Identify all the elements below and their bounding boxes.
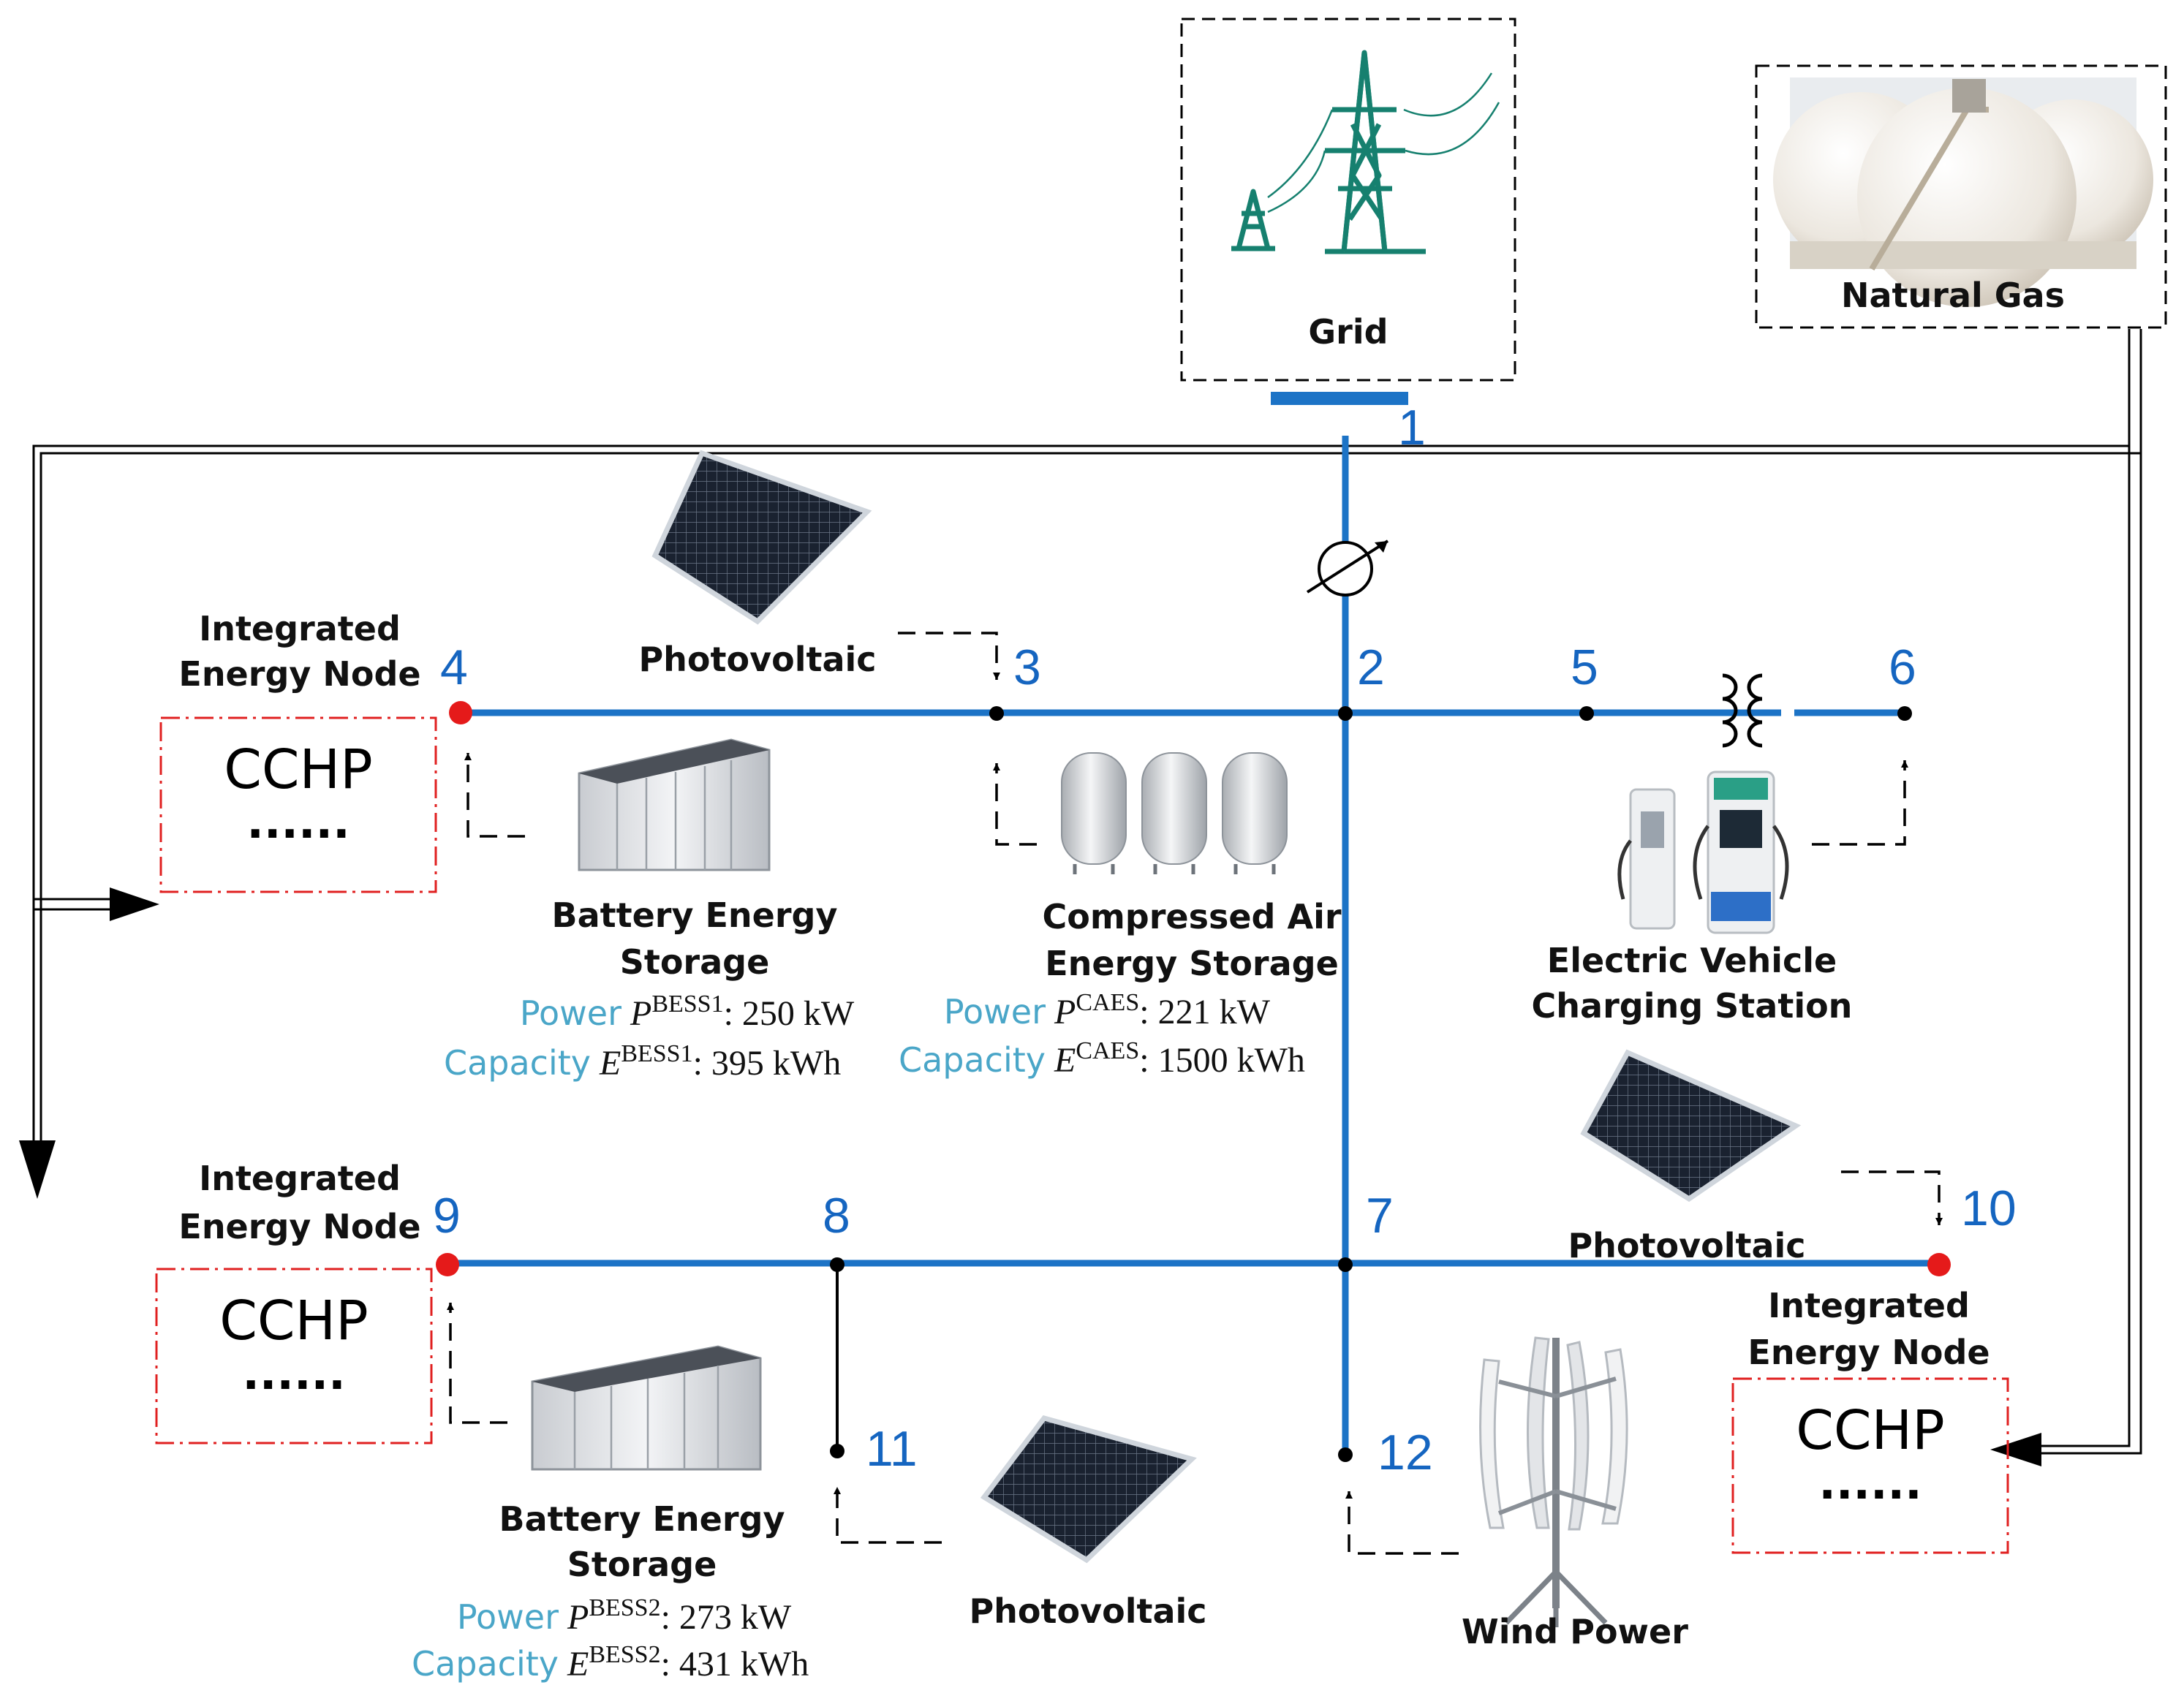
cchp-box-right: CCHP ...... <box>1731 1377 2009 1554</box>
gas-arrow-heads <box>19 887 2041 1466</box>
caes-label-line2: Energy Storage <box>1045 944 1339 983</box>
node-12-dot <box>1338 1447 1353 1462</box>
cchp-mid-dots: ...... <box>242 1347 345 1400</box>
ien-mid-label-line1: Integrated <box>199 1159 401 1198</box>
bess1-capacity-key: Capacity <box>444 1043 591 1083</box>
node-label-6: 6 <box>1889 640 1916 695</box>
node-label-9: 9 <box>433 1188 461 1243</box>
energy-node-4 <box>449 701 472 724</box>
ien-right-label-line1: Integrated <box>1768 1286 1970 1325</box>
grid-label: Grid <box>1308 312 1388 352</box>
gas-tanks-icon <box>1773 77 2153 307</box>
cchp-right-title: CCHP <box>1796 1399 1945 1462</box>
bus-lines <box>447 436 1939 1451</box>
battery-storage-1-icon <box>578 738 771 871</box>
cchp-right-dots: ...... <box>1818 1456 1922 1510</box>
node-label-4: 4 <box>440 640 468 695</box>
pv-bottom-label: Photovoltaic <box>969 1591 1206 1631</box>
cchp-top-dots: ...... <box>246 795 349 849</box>
bess1-power-value: PBESS1: 250 kW <box>630 991 855 1033</box>
node-11-dot <box>830 1444 844 1458</box>
transmission-tower-icon <box>1231 50 1500 254</box>
pv-top-label: Photovoltaic <box>638 640 876 679</box>
ev-label-line1: Electric Vehicle <box>1547 941 1837 980</box>
wind-turbine-icon <box>1479 1336 1628 1627</box>
grid-box <box>1180 18 1516 382</box>
bess2-power-value: PBESS2: 273 kW <box>567 1594 792 1637</box>
node-label-8: 8 <box>823 1188 850 1243</box>
transformer-5-6-icon <box>1722 665 1794 760</box>
dashed-connectors <box>447 632 1943 1555</box>
bess1-power-key: Power <box>520 993 621 1033</box>
pv-right-label: Photovoltaic <box>1568 1226 1805 1265</box>
bess2-capacity-value: EBESS2: 431 kWh <box>567 1641 809 1684</box>
node-numbers: 1 2 3 4 5 6 7 8 9 10 11 12 <box>433 400 2017 1480</box>
node-3-dot <box>989 706 1004 721</box>
caes-capacity-key: Capacity <box>899 1040 1046 1080</box>
compressed-air-tanks-icon <box>1061 752 1288 874</box>
ev-label-line2: Charging Station <box>1532 986 1853 1026</box>
caes-power-key: Power <box>944 992 1046 1031</box>
pv-panel-bottom-icon <box>980 1415 1197 1564</box>
bess2-label-line2: Storage <box>567 1545 717 1584</box>
cchp-mid-title: CCHP <box>219 1290 369 1352</box>
energy-node-10 <box>1927 1253 1951 1276</box>
node-6-dot <box>1897 706 1912 721</box>
node-label-5: 5 <box>1571 640 1598 695</box>
ien-top-label-line1: Integrated <box>199 609 401 648</box>
bess1-label-line1: Battery Energy <box>552 895 838 935</box>
bess2-label-line1: Battery Energy <box>499 1499 785 1539</box>
caes-label-line1: Compressed Air <box>1042 897 1341 936</box>
transformer-1-2-icon <box>1306 539 1389 597</box>
energy-node-9 <box>436 1253 459 1276</box>
node-label-12: 12 <box>1378 1425 1433 1480</box>
ev-charger-icon <box>1617 770 1789 934</box>
gas-pipeline <box>32 329 2142 1455</box>
ien-right-label-line2: Energy Node <box>1747 1333 1990 1372</box>
bess1-capacity-value: EBESS1: 395 kWh <box>599 1040 841 1083</box>
battery-storage-2-icon <box>531 1345 762 1471</box>
caes-power-value: PCAES: 221 kW <box>1054 989 1271 1031</box>
wind-power-label: Wind Power <box>1462 1612 1688 1651</box>
bess1-label-line2: Storage <box>620 942 770 982</box>
arrow-down-left <box>19 1140 56 1199</box>
arrow-to-cchp-right <box>1990 1433 2041 1466</box>
bess2-power-key: Power <box>457 1597 559 1637</box>
pv-panel-top-icon <box>651 450 872 625</box>
caes-capacity-value: ECAES: 1500 kWh <box>1054 1037 1305 1080</box>
node-label-11: 11 <box>866 1421 918 1477</box>
natural-gas-box <box>1755 64 2167 329</box>
pv-panel-right-icon <box>1580 1049 1802 1203</box>
bess2-capacity-key: Capacity <box>412 1644 559 1684</box>
cchp-box-mid: CCHP ...... <box>155 1268 433 1444</box>
node-2-dot <box>1338 706 1353 721</box>
natural-gas-label: Natural Gas <box>1841 276 2065 315</box>
node-label-7: 7 <box>1366 1188 1394 1243</box>
bus-nodes <box>436 701 1951 1462</box>
arrow-to-cchp-top <box>110 887 159 921</box>
node-8-dot <box>830 1257 844 1272</box>
node-label-3: 3 <box>1013 640 1041 695</box>
ien-mid-label-line2: Energy Node <box>178 1207 420 1246</box>
cchp-top-title: CCHP <box>224 738 373 801</box>
ien-top-label-line2: Energy Node <box>178 654 420 694</box>
node-5-dot <box>1579 706 1594 721</box>
node-label-1: 1 <box>1398 400 1426 455</box>
node-7-dot <box>1338 1257 1353 1272</box>
node-label-10: 10 <box>1961 1181 2017 1236</box>
node-label-2: 2 <box>1357 640 1385 695</box>
cchp-box-top: CCHP ...... <box>159 716 437 893</box>
